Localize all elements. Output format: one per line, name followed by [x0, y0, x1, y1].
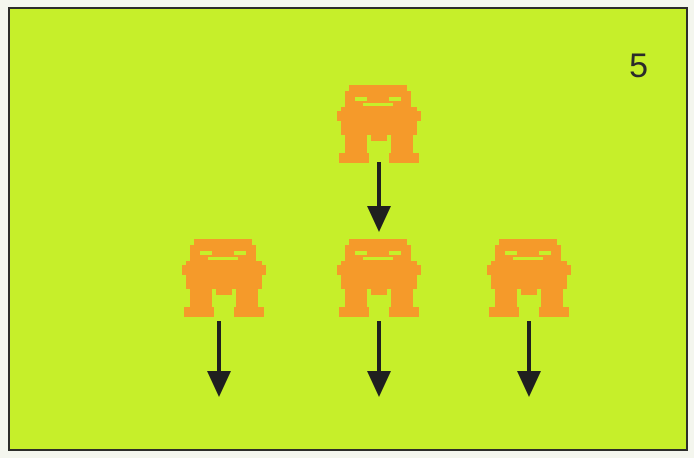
- arrow-down-top: [365, 162, 393, 234]
- arrow-down-left: [205, 321, 233, 399]
- arrow-down-right: [515, 321, 543, 399]
- panel-number: 5: [629, 49, 648, 83]
- robot-sprite-left: [180, 239, 268, 321]
- robot-sprite-top: [335, 85, 423, 167]
- robot-sprite-right: [485, 239, 573, 321]
- game-panel: 5: [8, 7, 688, 451]
- arrow-down-middle: [365, 321, 393, 399]
- robot-sprite-middle: [335, 239, 423, 321]
